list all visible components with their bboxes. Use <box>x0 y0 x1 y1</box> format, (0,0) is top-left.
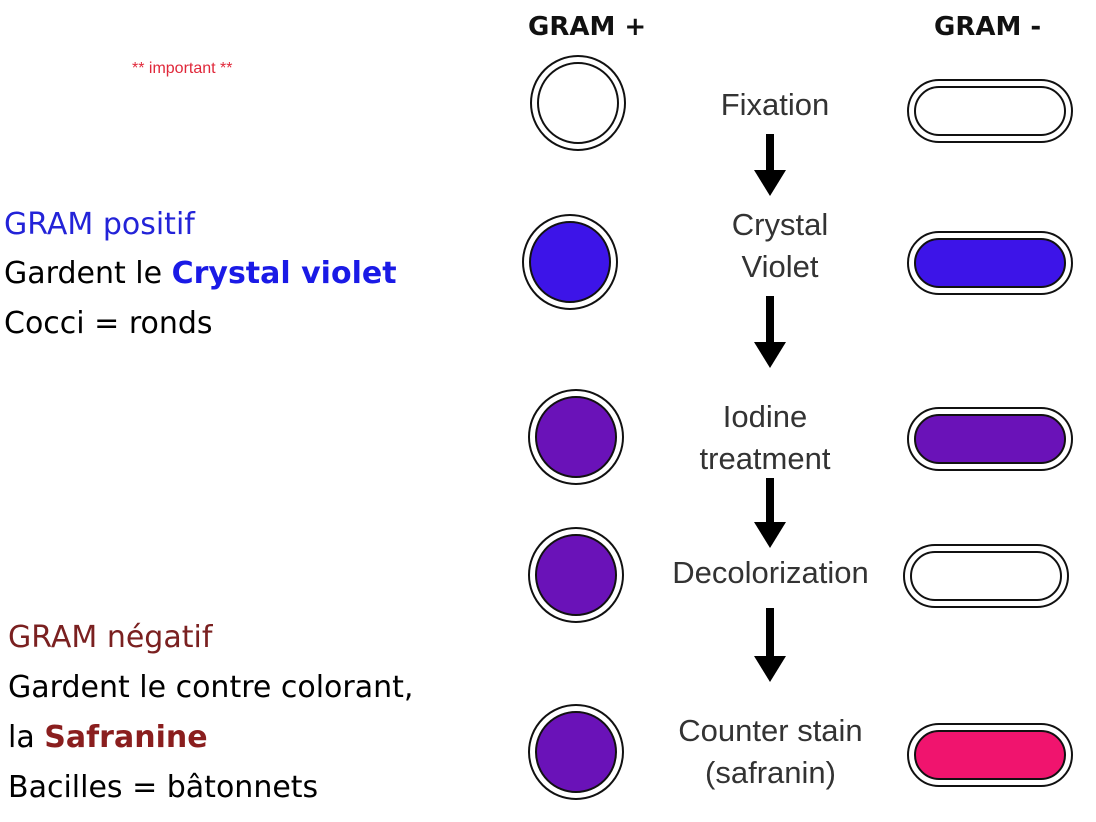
step-counter-stain: Counter stain (safranin) <box>648 710 893 794</box>
step-crystal-violet-line2: Violet <box>741 249 819 284</box>
gram-negative-safranine-prefix: la <box>8 720 45 755</box>
gram-negative-cell-counter-stain <box>907 723 1073 787</box>
step-crystal-violet: Crystal Violet <box>705 204 855 288</box>
step-iodine-line2: treatment <box>699 441 831 476</box>
step-iodine-line1: Iodine <box>722 399 808 434</box>
step-counter-stain-line1: Counter stain <box>678 713 863 748</box>
step-fixation-label: Fixation <box>720 87 830 122</box>
gram-negative-shape-line: Bacilles = bâtonnets <box>8 770 319 805</box>
cell-fill <box>537 62 619 144</box>
cell-fill <box>910 551 1062 601</box>
arrow-down-icon <box>754 296 786 368</box>
cell-fill <box>529 221 611 303</box>
gram-positive-cell-crystal-violet <box>522 214 618 310</box>
step-iodine-treatment: Iodine treatment <box>680 396 850 480</box>
cell-fill <box>914 730 1066 780</box>
gram-positive-retains-line: Gardent le Crystal violet <box>4 259 397 289</box>
cell-fill <box>535 396 617 478</box>
cell-fill <box>535 711 617 793</box>
cell-fill <box>914 86 1066 136</box>
gram-positive-column-header: GRAM + <box>528 12 647 42</box>
gram-negative-cell-crystal-violet <box>907 231 1073 295</box>
gram-negative-cell-decolorization <box>903 544 1069 608</box>
crystal-violet-highlight: Crystal violet <box>171 256 397 291</box>
step-decolorization: Decolorization <box>648 552 893 594</box>
gram-positive-retains-prefix: Gardent le <box>4 256 172 291</box>
cell-fill <box>914 414 1066 464</box>
gram-negative-cell-iodine <box>907 407 1073 471</box>
gram-negative-column-header: GRAM - <box>934 12 1042 42</box>
arrow-down-icon <box>754 478 786 548</box>
arrow-down-icon <box>754 608 786 682</box>
step-fixation: Fixation <box>700 84 850 126</box>
gram-negative-safranine-line: la Safranine <box>8 723 208 753</box>
safranine-highlight: Safranine <box>44 720 208 755</box>
gram-positive-cell-decolorization <box>528 527 624 623</box>
cell-fill <box>914 238 1066 288</box>
gram-positive-cell-fixation <box>530 55 626 151</box>
gram-positive-cell-iodine <box>528 389 624 485</box>
step-crystal-violet-line1: Crystal <box>731 207 829 242</box>
gram-negative-cell-fixation <box>907 79 1073 143</box>
gram-positive-title: GRAM positif <box>4 207 195 242</box>
gram-negative-retains-line: Gardent le contre colorant, <box>8 670 414 705</box>
step-decolorization-label: Decolorization <box>672 555 869 590</box>
gram-positive-cell-counter-stain <box>528 704 624 800</box>
gram-positive-shape-line: Cocci = ronds <box>4 306 213 341</box>
arrow-down-icon <box>754 134 786 196</box>
gram-negative-title: GRAM négatif <box>8 620 213 655</box>
important-note: ** important ** <box>132 60 233 77</box>
step-counter-stain-line2: (safranin) <box>705 755 836 790</box>
cell-fill <box>535 534 617 616</box>
